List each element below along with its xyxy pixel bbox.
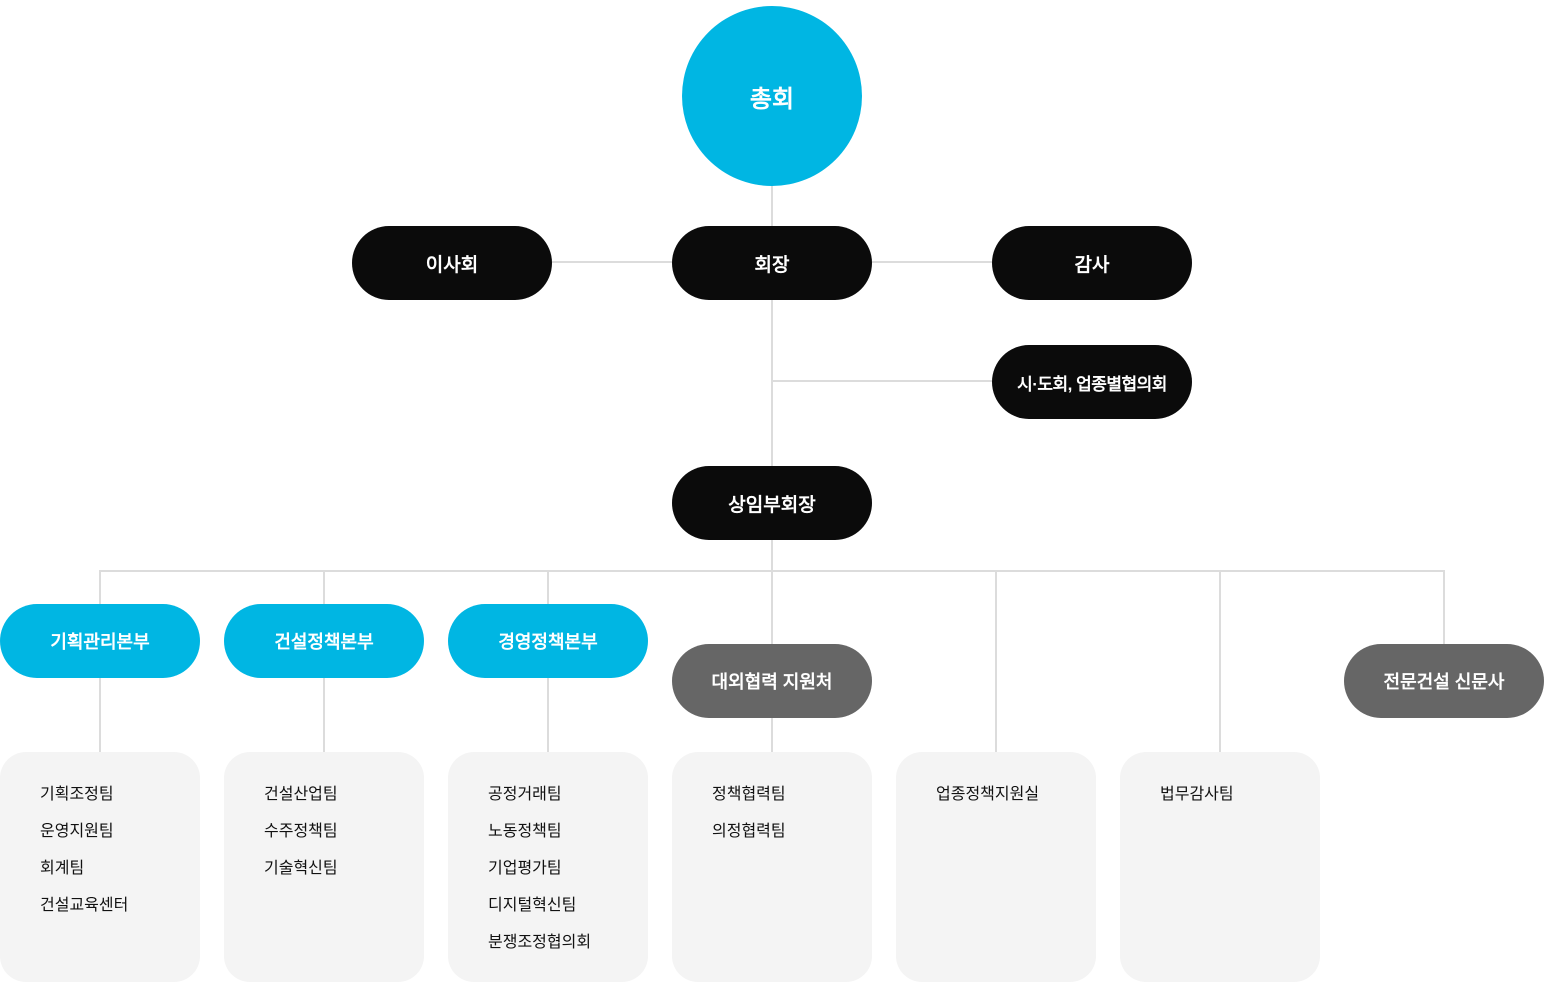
department-pill: 건설정책본부: [224, 604, 424, 678]
connector-drop: [323, 570, 325, 604]
team-item: 의정협력팀: [712, 823, 786, 840]
connector-pill-to-card: [547, 678, 549, 752]
team-item: 건설교육센터: [40, 897, 129, 914]
regional-council-node: 시·도회, 업종별협의회: [992, 345, 1192, 419]
team-item: 공정거래팀: [488, 786, 562, 803]
connector-to-council: [771, 380, 992, 382]
department-pill: 전문건설 신문사: [1344, 644, 1544, 718]
team-item: 수주정책팀: [264, 823, 338, 840]
connector-drop: [995, 570, 997, 752]
team-item: 회계팀: [40, 860, 85, 877]
connector-chairman-to-vice: [771, 300, 773, 466]
auditor-node: 감사: [992, 226, 1192, 300]
connector-pill-to-card: [323, 678, 325, 752]
team-item: 분쟁조정협의회: [488, 934, 592, 951]
connector-root-to-chairman: [771, 186, 773, 226]
team-item: 법무감사팀: [1160, 786, 1234, 803]
board-of-directors-node: 이사회: [352, 226, 552, 300]
team-item: 노동정책팀: [488, 823, 562, 840]
team-item: 기술혁신팀: [264, 860, 338, 877]
department-pill: 기획관리본부: [0, 604, 200, 678]
connector-board-to-chairman: [552, 261, 672, 263]
department-pill: 대외협력 지원처: [672, 644, 872, 718]
department-pill: 경영정책본부: [448, 604, 648, 678]
connector-drop: [1219, 570, 1221, 752]
team-item: 건설산업팀: [264, 786, 338, 803]
general-assembly-node: 총회: [682, 6, 862, 186]
team-item: 운영지원팀: [40, 823, 114, 840]
team-item: 업종정책지원실: [936, 786, 1040, 803]
team-card: 법무감사팀: [1120, 752, 1320, 982]
org-column: 법무감사팀: [1120, 570, 1320, 984]
team-card: 업종정책지원실: [896, 752, 1096, 982]
connector-pill-to-card: [99, 678, 101, 752]
connector-chairman-to-auditor: [872, 261, 992, 263]
team-item: 디지털혁신팀: [488, 897, 577, 914]
org-column: 업종정책지원실: [896, 570, 1096, 984]
team-item: 정책협력팀: [712, 786, 786, 803]
team-item: 기업평가팀: [488, 860, 562, 877]
chairman-node: 회장: [672, 226, 872, 300]
connector-pill-to-card: [771, 718, 773, 752]
connector-drop: [1443, 570, 1445, 644]
standing-vice-chairman-node: 상임부회장: [672, 466, 872, 540]
connector-vice-to-distribution: [771, 540, 773, 571]
connector-drop: [771, 570, 773, 644]
team-item: 기획조정팀: [40, 786, 114, 803]
connector-drop: [99, 570, 101, 604]
connector-drop: [547, 570, 549, 604]
org-column: 전문건설 신문사: [1344, 570, 1544, 984]
